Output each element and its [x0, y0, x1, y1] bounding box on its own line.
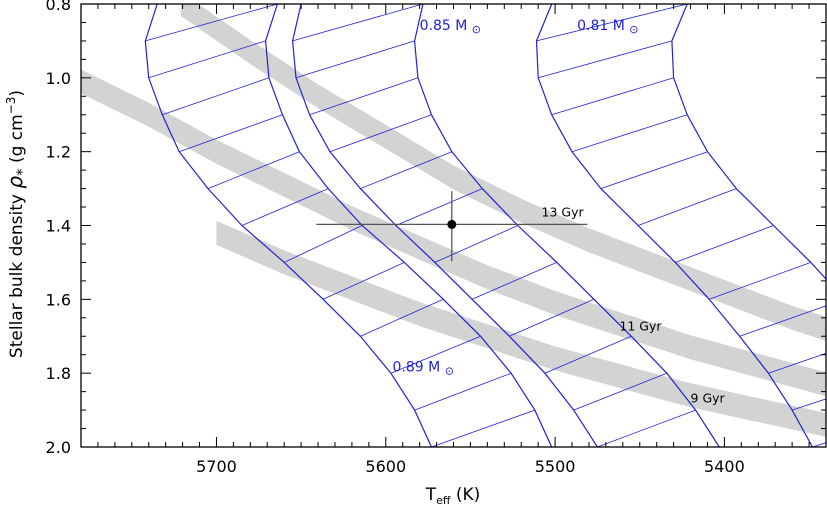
- mass-track-label-2: 0.85 M ⊙: [420, 18, 481, 36]
- mass-track-2-hatch: [573, 372, 667, 411]
- mass-track-2-hatch: [544, 335, 632, 374]
- mass-track-2-hatch: [434, 225, 518, 263]
- mass-track-3-hatch: [571, 114, 688, 153]
- mass-track-1-hatch: [162, 77, 270, 116]
- mass-track-1-left-edge: [144, 4, 433, 447]
- mass-track-2-right-edge: [413, 4, 720, 447]
- isochrone-label-2: 11 Gyr: [619, 319, 662, 334]
- mass-track-1-hatch: [390, 335, 481, 374]
- mass-track-2-hatch: [471, 262, 557, 300]
- mass-track-1-hatch: [414, 372, 512, 411]
- mass-track-3-hatch: [709, 262, 811, 300]
- y-axis-title: Stellar bulk density ρ* (g cm−3): [3, 90, 31, 358]
- y-tick-label: 1.2: [46, 143, 71, 162]
- mass-track-2-hatch: [597, 409, 696, 447]
- mass-track-1-hatch: [207, 151, 300, 189]
- mass-track-3-hatch: [551, 77, 674, 116]
- y-axis-ticks: 0.8 1.0 1.2 1.4 1.6 1.8 2.0: [46, 0, 826, 457]
- mass-track-3-right-edge: [671, 4, 826, 280]
- y-tick-label: 1.0: [46, 69, 71, 88]
- x-axis-ticks: 5700 5600 5500 5400: [80, 4, 827, 476]
- x-tick-label: 5600: [365, 457, 406, 476]
- y-tick-label: 1.8: [46, 364, 71, 383]
- data-point: [447, 219, 457, 229]
- mass-track-2-hatch: [509, 298, 595, 337]
- mass-track-2-hatch: [395, 188, 483, 226]
- mass-track-3-hatch: [637, 188, 737, 226]
- mass-track-2-left-edge: [291, 4, 598, 447]
- mass-track-3-hatch: [600, 151, 708, 189]
- mass-track-1-hatch: [241, 188, 329, 226]
- isochrone-label-3: 9 Gyr: [691, 391, 726, 406]
- annotations: 0.89 M ⊙ 0.85 M ⊙ 0.81 M ⊙ 13 Gyr 11 Gyr 9 Gy…: [393, 18, 726, 406]
- mass-track-3-hatch: [536, 4, 688, 42]
- mass-track-1-hatch: [431, 409, 535, 447]
- mass-track-boundaries: [144, 4, 826, 447]
- x-axis-title: Teff (K): [425, 485, 481, 507]
- isochrone-band-1: [180, 4, 826, 341]
- y-tick-label: 0.8: [46, 0, 71, 14]
- mass-track-3-hatch: [675, 225, 774, 263]
- isochrone-label-1: 13 Gyr: [542, 204, 585, 219]
- mass-track-2-hatch: [292, 4, 424, 42]
- mass-track-3-left-edge: [535, 4, 814, 447]
- y-tick-label: 1.6: [46, 290, 71, 309]
- isochrone-band-2: [81, 69, 826, 397]
- x-tick-label: 5500: [535, 457, 576, 476]
- mass-track-1-hatch: [360, 298, 444, 337]
- mass-track-1-hatch: [148, 40, 266, 79]
- mass-track-2-hatch: [360, 151, 452, 189]
- isochrone-band-3: [216, 220, 826, 437]
- mass-track-1-hatch: [179, 114, 283, 153]
- mass-track-2-hatch: [329, 114, 432, 153]
- mass-track-1-hatch: [145, 4, 278, 42]
- mass-track-2-hatch: [309, 77, 419, 116]
- mass-track-1-hatch: [322, 262, 405, 300]
- mass-track-2-hatch: [295, 40, 415, 79]
- x-tick-label: 5700: [196, 457, 237, 476]
- mass-track-label-1: 0.89 M ⊙: [393, 359, 454, 377]
- measurement-points: [447, 219, 457, 229]
- mass-track-3-hatch: [791, 398, 826, 411]
- mass-track-3-hatch: [538, 40, 673, 79]
- y-tick-label: 1.4: [46, 217, 71, 236]
- mass-track-1-hatch: [284, 225, 363, 263]
- mass-track-hatching: [145, 4, 826, 447]
- mass-track-1-right-edge: [264, 4, 553, 447]
- mass-track-3-hatch: [739, 305, 826, 337]
- plot-area: [81, 4, 826, 447]
- y-tick-label: 2.0: [46, 438, 71, 457]
- mass-track-label-3: 0.81 M ⊙: [577, 18, 638, 36]
- x-tick-label: 5400: [704, 457, 745, 476]
